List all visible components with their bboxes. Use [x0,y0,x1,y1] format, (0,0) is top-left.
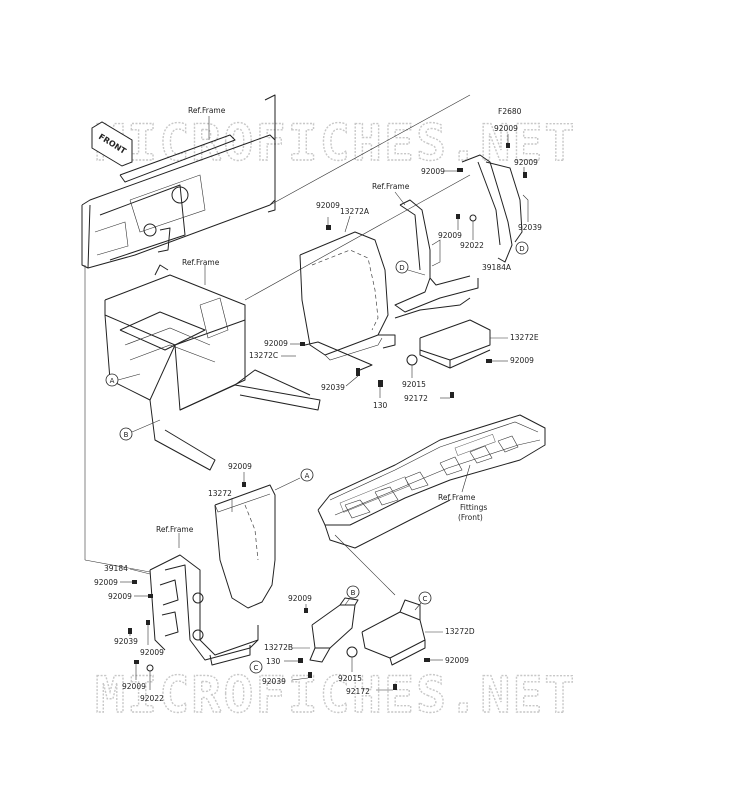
pn-92009-l: 92009 [122,682,146,691]
pn-92009-c: 92009 [494,124,518,133]
pn-92172-a: 92172 [404,394,428,403]
pn-92022-a: 92022 [460,241,484,250]
guard-13272d [361,599,426,666]
svg-text:B: B [351,589,356,597]
pn-92009-j: 92009 [108,592,132,601]
ref-frame-label-2: Ref.Frame [182,258,220,267]
guard-13272b [309,597,359,663]
svg-text:A: A [110,377,115,385]
pn-92009-n: 92009 [445,656,469,665]
pn-39184a: 39184A [482,263,512,272]
callout-d-right: D [515,241,529,255]
pn-92022-b: 92022 [140,694,164,703]
mid-frame-assembly [104,264,321,471]
ref-frame-label-1: Ref.Frame [188,106,226,115]
ref-frame-fittings-3: (Front) [458,513,483,522]
svg-text:D: D [519,245,524,253]
pn-39184: 39184 [104,564,128,573]
guard-13272e [419,319,491,369]
pn-92009-b: 92009 [264,339,288,348]
figure-code: F2680 [498,107,522,116]
front-frame-assembly [81,94,276,269]
pn-92009-i: 92009 [94,578,118,587]
callout-a-bottom: A [300,468,314,482]
svg-text:C: C [423,595,428,603]
pn-92009-e: 92009 [514,158,538,167]
pn-92009-m: 92009 [288,594,312,603]
ref-frame-fittings-2: Fittings [460,503,487,512]
callout-d-mid: D [395,260,409,274]
svg-text:D: D [399,264,404,272]
pn-92015-b: 92015 [338,674,362,683]
skid-plate [317,414,546,549]
pn-92039-d: 92039 [262,677,286,686]
ref-frame-label-3: Ref.Frame [372,182,410,191]
watermark-bottom: MICROFICHES.NET [95,666,577,724]
pn-130-b: 130 [266,657,281,666]
pn-92039-a: 92039 [321,383,345,392]
pn-13272b: 13272B [264,643,293,652]
svg-text:A: A [305,472,310,480]
callout-b-left: B [119,427,133,441]
callout-c-bottom: C [249,660,263,674]
pn-92009-k: 92009 [140,648,164,657]
bracket-39184a [394,154,523,319]
ref-frame-fittings-1: Ref.Frame [438,493,476,502]
guard-13272 [214,484,276,609]
pn-92015-a: 92015 [402,380,426,389]
ref-frame-label-4: Ref.Frame [156,525,194,534]
watermark-top: MICROFICHES.NET [95,114,577,172]
pn-92009-d: 92009 [421,167,445,176]
pn-130-a: 130 [373,401,388,410]
guard-13272a [299,231,396,371]
pn-92039-b: 92039 [518,223,542,232]
pn-92009-f: 92009 [438,231,462,240]
pn-92172-b: 92172 [346,687,370,696]
pn-92009-h: 92009 [228,462,252,471]
pn-13272d: 13272D [445,627,475,636]
callout-a-left: A [105,373,119,387]
pn-92009-g: 92009 [510,356,534,365]
pn-92039-c: 92039 [114,637,138,646]
svg-text:B: B [124,431,129,439]
pn-13272a: 13272A [340,207,370,216]
pn-13272: 13272 [208,489,232,498]
pn-92009-a: 92009 [316,201,340,210]
lower-left-frame [149,554,259,666]
callout-c-right: C [418,591,432,605]
svg-text:C: C [254,664,259,672]
callout-b-bottom: B [346,585,360,599]
pn-13272c: 13272C [249,351,278,360]
pn-13272e: 13272E [510,333,539,342]
front-arrow-icon: FRONT [91,121,133,167]
